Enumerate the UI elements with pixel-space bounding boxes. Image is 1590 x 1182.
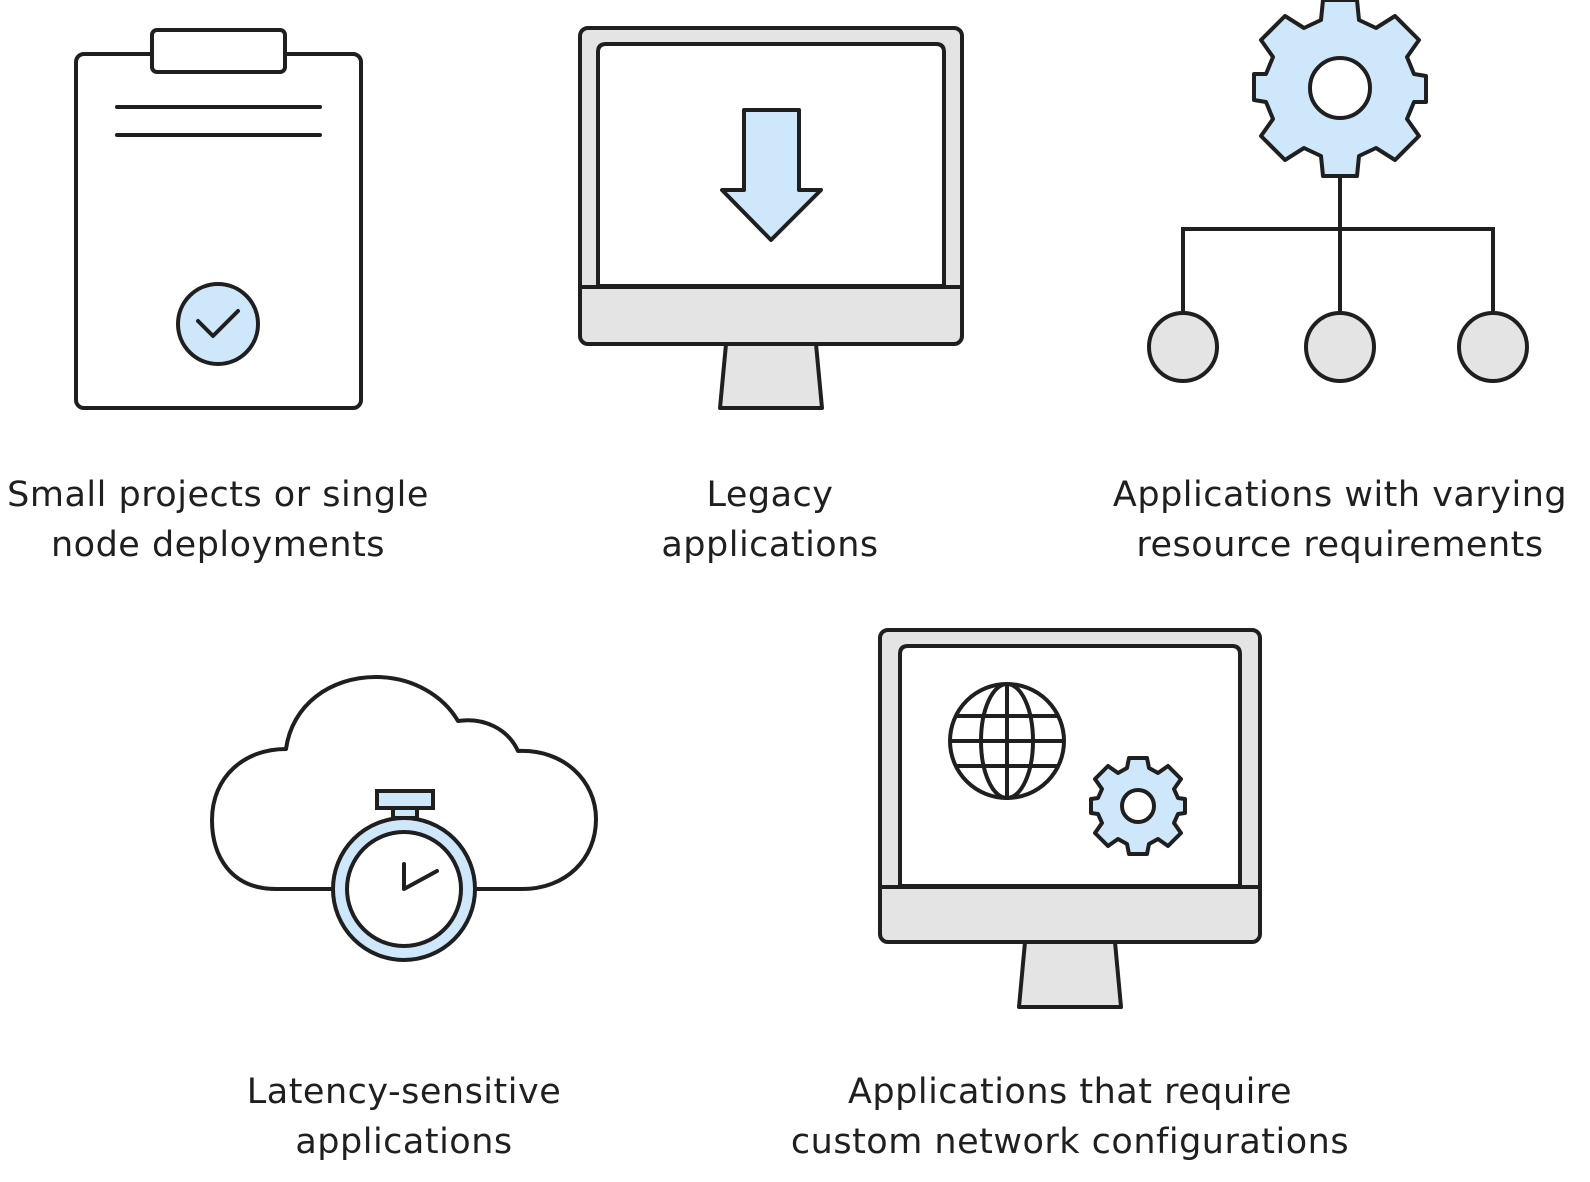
globe-icon [948,682,1066,800]
caption-small-projects: Small projects or single node deployment… [7,475,429,565]
gear-hierarchy-icon [1140,0,1540,390]
clipboard-check-icon [60,20,380,420]
monitor-globe-gear-icon [870,620,1270,1020]
caption-varying-resources: Applications with varying resource requi… [1112,475,1568,565]
monitor-download-icon [570,20,970,420]
cloud-stopwatch-icon [200,665,610,975]
caption-legacy-applications: Legacy applications [661,475,879,565]
caption-custom-network: Applications that require custom network… [790,1072,1350,1162]
gear-icon [1089,756,1187,856]
caption-latency-sensitive: Latency-sensitive applications [246,1072,562,1162]
